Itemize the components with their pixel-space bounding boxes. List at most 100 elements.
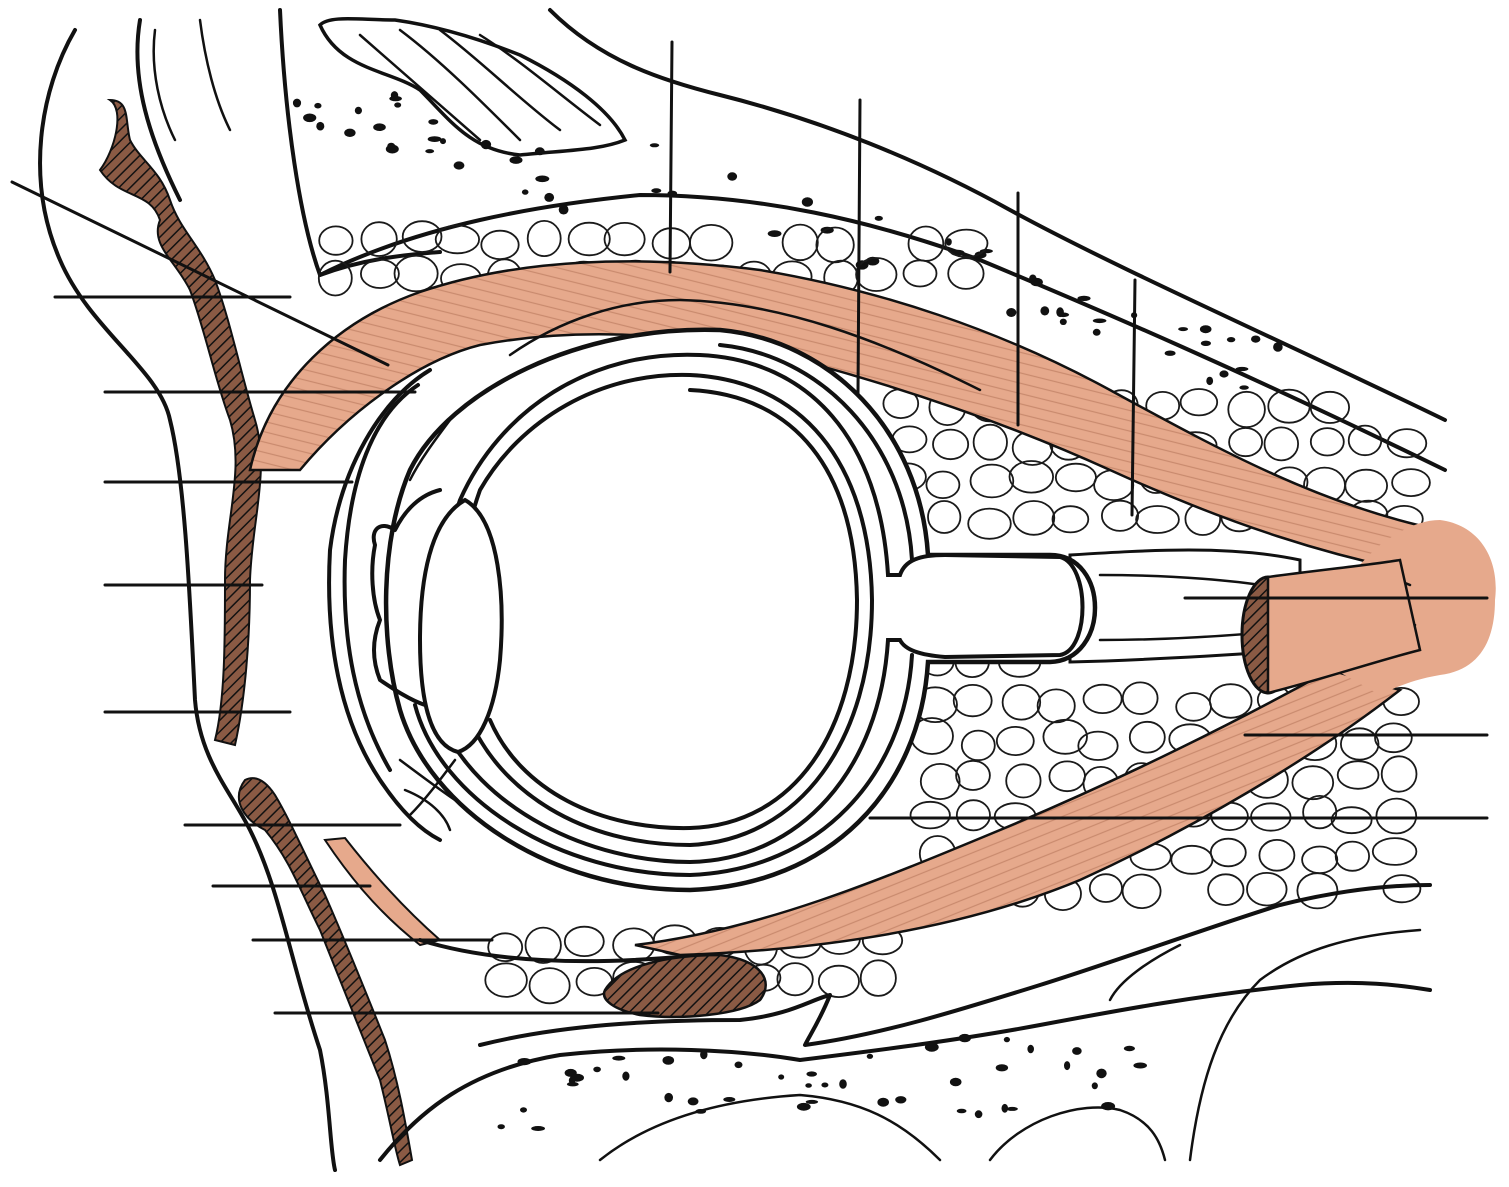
fat-cell (1001, 684, 1042, 721)
marrow-dot (622, 1071, 630, 1081)
marrow-dot (958, 1033, 971, 1043)
marrow-dot (796, 1102, 811, 1111)
fat-cell (1267, 388, 1311, 424)
marrow-dot (1164, 350, 1176, 356)
fat-cell (1258, 838, 1296, 872)
fat-cell (817, 964, 860, 999)
marrow-dot (956, 1108, 967, 1114)
fat-cell (318, 225, 354, 256)
fat-cell (1042, 718, 1088, 755)
marrow-dot (566, 1082, 579, 1087)
marrow-dot (1235, 366, 1249, 372)
fat-cell (1347, 424, 1383, 457)
fat-cell (1121, 873, 1162, 909)
marrow-dot (531, 1126, 545, 1131)
fat-cell (967, 507, 1012, 540)
fat-cell (955, 759, 991, 791)
inferior-rectus-muscle (634, 668, 1403, 957)
fat-cell (359, 258, 400, 289)
fat-cell (1334, 840, 1371, 872)
fat-cell (1263, 426, 1299, 462)
fat-cell (952, 683, 993, 718)
fat-cell (776, 962, 814, 997)
fat-cell (487, 932, 524, 962)
fat-cell (1170, 844, 1214, 875)
fat-cell (1121, 681, 1159, 715)
leader-top-4 (1130, 278, 1137, 517)
fat-cell (1012, 500, 1056, 536)
orbital-floor-bone (378, 883, 1432, 1162)
fat-cell (960, 729, 996, 762)
marrow-dot (1077, 295, 1091, 301)
fat-cell (902, 259, 938, 288)
fat-cell (927, 500, 962, 534)
marrow-dot (428, 119, 439, 125)
orbital-roof-bone (278, 8, 1447, 472)
fat-cell (480, 229, 520, 260)
fat-cell (944, 228, 989, 258)
fat-cell (1336, 760, 1380, 790)
fat-cell (1291, 765, 1335, 801)
fat-cell (932, 428, 970, 461)
marrow-dot (373, 123, 386, 131)
fat-cell (859, 959, 897, 997)
marrow-dot (805, 1099, 819, 1104)
marrow-dot (1006, 1106, 1018, 1111)
fat-cell (524, 926, 562, 964)
fat-cell (1128, 720, 1166, 754)
fat-cell (401, 220, 443, 253)
fat-cell (1380, 755, 1418, 793)
fat-cell (1296, 872, 1339, 910)
fat-cell (909, 800, 951, 830)
fat-cell (563, 925, 605, 958)
marrow-dot (1219, 370, 1229, 378)
marrow-dot (1206, 376, 1214, 386)
marrow-dot (801, 197, 814, 207)
fat-cell (1048, 760, 1086, 793)
marrow-dot (593, 1066, 601, 1073)
fat-cell (1208, 683, 1253, 719)
eyeball (383, 327, 1098, 893)
iris-ciliary-body (370, 418, 457, 832)
marrow-dot (700, 1050, 708, 1060)
fat-cell (1088, 873, 1123, 903)
fat-cell (1179, 388, 1219, 417)
bone-marrow-dots-bottom (497, 1033, 1147, 1131)
marrow-dot (1251, 335, 1261, 343)
fat-cell (484, 962, 528, 998)
marrow-dot (949, 1077, 962, 1087)
leader-top-1 (668, 40, 674, 274)
marrow-dot (316, 121, 325, 131)
fat-cell (1135, 505, 1180, 534)
marrow-dot (544, 192, 555, 202)
face-contour (38, 18, 337, 1172)
marrow-dot (427, 136, 442, 143)
marrow-dot (649, 143, 660, 148)
optic-nerve (1068, 548, 1422, 695)
fat-cell (1371, 837, 1418, 866)
marrow-dot (723, 1097, 736, 1102)
marrow-dot (389, 95, 402, 102)
marrow-dot (1027, 1044, 1034, 1054)
fat-cell (1008, 460, 1055, 494)
fat-cell (528, 967, 571, 1005)
marrow-dot (1029, 274, 1037, 282)
fat-cell (969, 463, 1015, 499)
fat-cell (1374, 722, 1413, 754)
fat-cell (603, 222, 646, 257)
fat-cell (1036, 688, 1076, 724)
marrow-dot (1200, 340, 1211, 346)
marrow-dot (497, 1124, 505, 1130)
marrow-dot (1072, 1047, 1082, 1055)
marrow-dot (558, 204, 569, 215)
marrow-dot (945, 238, 952, 246)
fat-cell (1228, 427, 1263, 458)
fat-cell (1209, 837, 1247, 868)
marrow-dot (877, 1097, 889, 1107)
fat-cell (1330, 806, 1373, 835)
marrow-dot (292, 98, 302, 108)
marrow-dot (303, 113, 317, 123)
fat-cell (781, 223, 819, 262)
marrow-dot (509, 156, 523, 164)
